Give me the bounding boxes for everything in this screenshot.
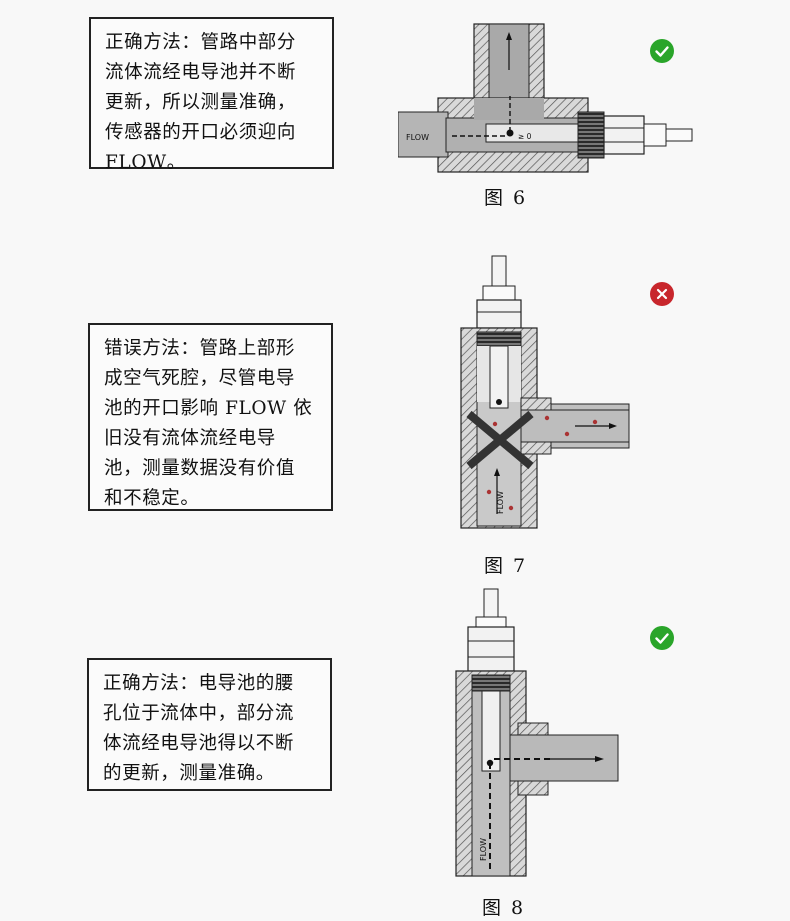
note-correct-fig6: 正确方法：管路中部分 流体流经电导池并不断 更新，所以测量准确， 传感器的开口必…: [89, 17, 334, 173]
flow-label: FLOW: [479, 838, 488, 861]
angle-label: ≥ 0: [518, 132, 532, 141]
check-icon: [650, 39, 674, 63]
caption-fig6: 图 6: [484, 187, 528, 209]
note-correct-fig8: 正确方法：电导池的腰 孔位于流体中，部分流 体流经电导池得以不断 的更新，测量准…: [87, 658, 332, 791]
diagram-fig6: FLOW ≥ 0: [398, 23, 693, 173]
diagram-fig8: FLOW: [455, 588, 619, 877]
check-icon: [650, 626, 674, 650]
caption-fig8: 图 8: [482, 897, 526, 919]
diagram-fig7: FLOW: [460, 255, 630, 529]
flow-label: FLOW: [496, 491, 505, 514]
cross-icon: [650, 282, 674, 306]
flow-label: FLOW: [406, 133, 429, 142]
caption-fig7: 图 7: [484, 555, 528, 577]
note-wrong-fig7: 错误方法：管路上部形 成空气死腔，尽管电导 池的开口影响 FLOW 依 旧没有流…: [88, 323, 333, 511]
